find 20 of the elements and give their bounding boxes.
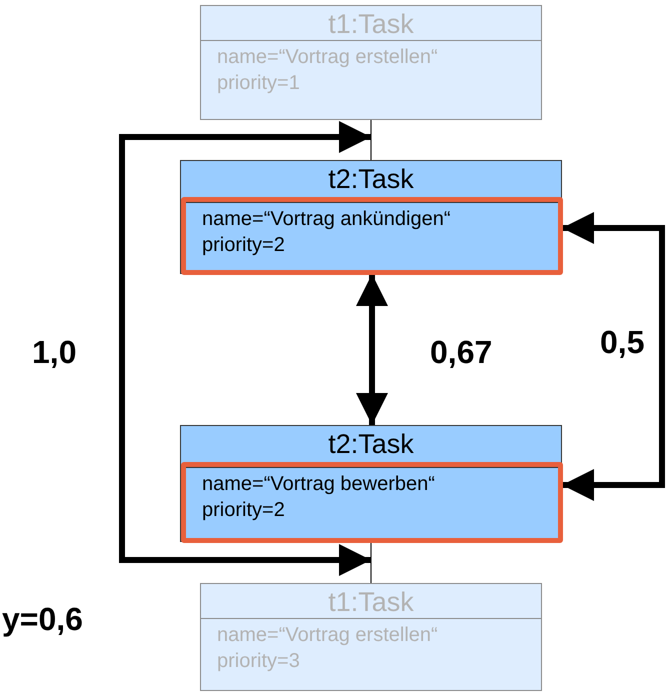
class-name: t2:Task [328,428,414,460]
attribute-text: name=“Vortrag erstellen“ priority=1 [216,45,439,96]
attribute-text: name=“Vortrag ankündigen“ priority=2 [201,207,452,258]
highlighted-attribute-box [181,197,563,275]
thick-arrow [356,274,388,425]
class-name: t2:Task [328,163,414,195]
class-box [180,425,562,542]
connector-line [370,542,372,584]
thick-arrow [119,121,371,576]
thick-arrow [562,212,665,501]
class-box [180,160,562,274]
highlighted-attribute-box [181,462,563,543]
attribute-text: name=“Vortrag bewerben“ priority=2 [201,472,436,523]
faded-class-box [200,583,542,691]
attribute-text: name=“Vortrag erstellen“ priority=3 [216,623,439,674]
similarity-label: y=0,6 [2,600,83,638]
connector-line [370,120,372,160]
class-name: t1:Task [328,586,414,618]
faded-class-box [200,5,542,120]
class-name: t1:Task [328,8,414,40]
